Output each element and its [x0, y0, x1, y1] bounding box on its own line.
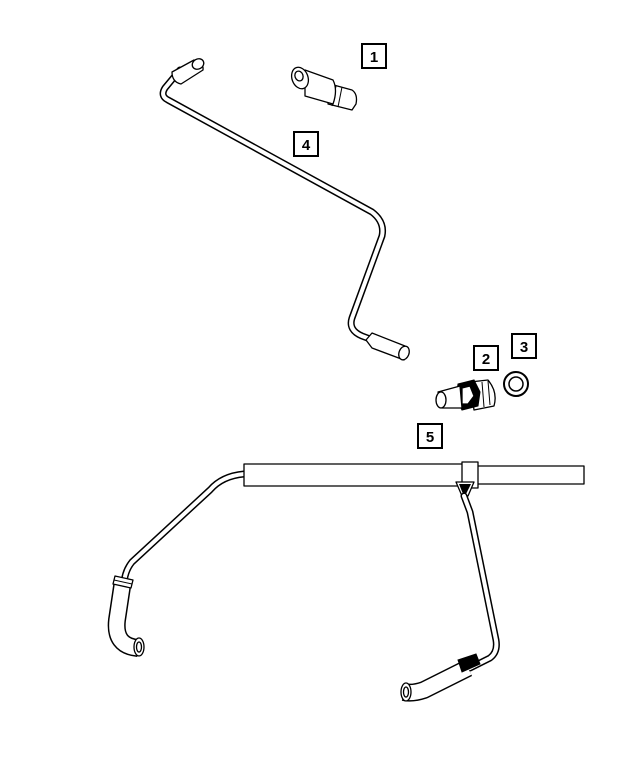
tube-upper-fitting — [171, 58, 205, 85]
part-1-sensor — [290, 66, 358, 111]
part-5-hose-assembly — [107, 461, 585, 702]
callout-1: 1 — [361, 43, 387, 69]
callout-5-label: 5 — [426, 429, 434, 446]
callout-1-label: 1 — [370, 49, 378, 66]
callout-2-label: 2 — [482, 351, 490, 368]
part-3-o-ring — [503, 371, 529, 397]
tube-lower-fitting — [365, 332, 410, 361]
callout-4: 4 — [293, 131, 319, 157]
part-2-fitting — [435, 379, 496, 411]
callout-4-label: 4 — [302, 137, 311, 154]
callout-5: 5 — [417, 423, 443, 449]
part-4-tube — [159, 58, 410, 361]
callout-2: 2 — [473, 345, 499, 371]
callout-3: 3 — [511, 333, 537, 359]
callout-3-label: 3 — [520, 339, 528, 356]
